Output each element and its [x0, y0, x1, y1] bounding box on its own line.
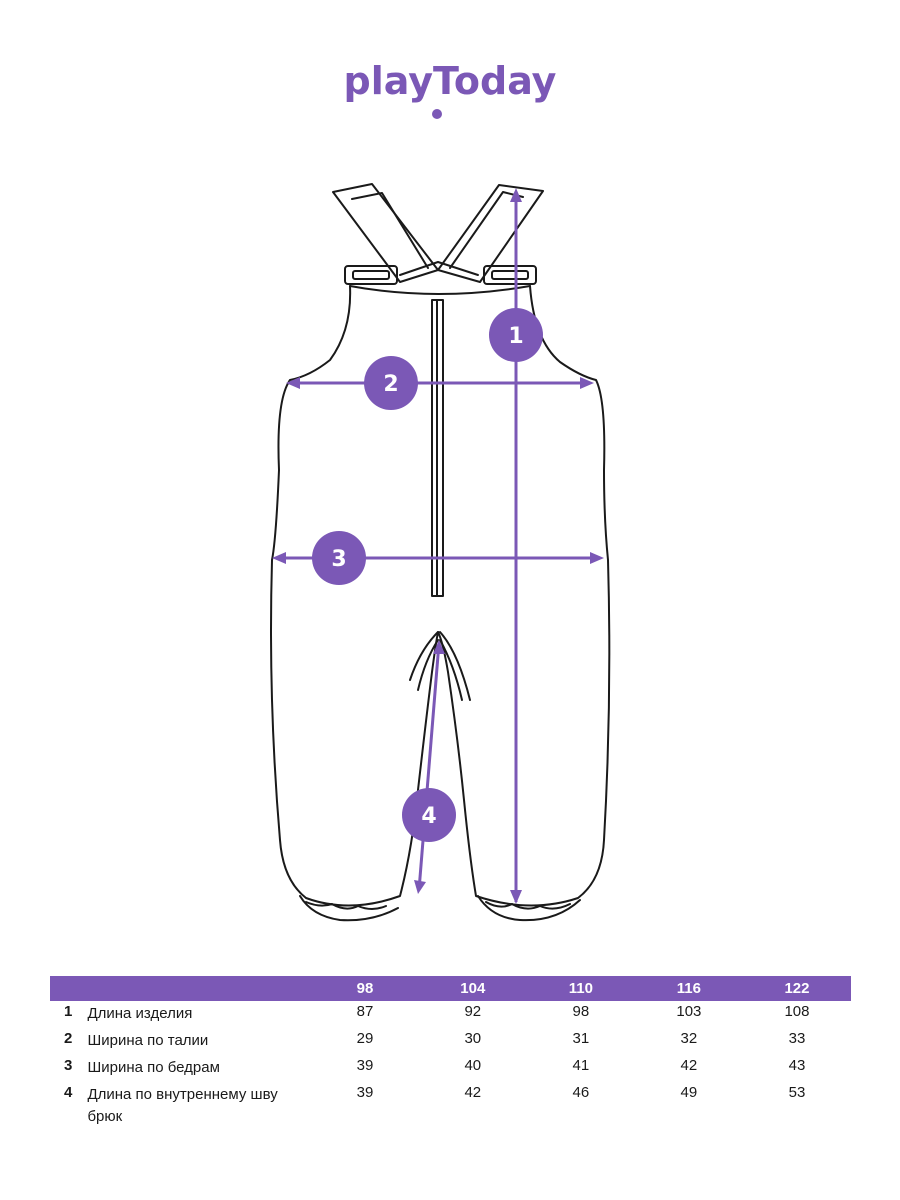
measurement-value: 87: [356, 1003, 374, 1020]
header-num-col: [50, 976, 83, 1001]
measurement-name: Длина по внутреннему шву брюк: [87, 1086, 278, 1125]
marker-1: 1: [489, 308, 543, 362]
table-row: 2 Ширина по талии 29 30 31 32 33: [50, 1028, 851, 1055]
overalls-outline: [270, 183, 611, 922]
left-buckle: [344, 265, 398, 285]
row-number: 2: [64, 1030, 73, 1047]
playtoday-logo: playToday: [344, 59, 557, 119]
measurement-value: 92: [464, 1003, 482, 1020]
table-row: 1 Длина изделия 87 92 98 103 108: [50, 1001, 851, 1028]
measurement-value: 39: [356, 1057, 374, 1074]
measurement-value: 32: [680, 1030, 698, 1047]
overalls-diagram: 1 2 3 4: [270, 183, 611, 922]
marker-4-label: 4: [421, 804, 436, 829]
measurement-value: 39: [356, 1084, 374, 1101]
measurement-value: 46: [572, 1084, 590, 1101]
measurement-value: 98: [572, 1003, 590, 1020]
measurement-value: 103: [676, 1003, 702, 1020]
size-header: 122: [784, 980, 810, 997]
measurement-value: 53: [788, 1084, 806, 1101]
measurement-value: 42: [464, 1084, 482, 1101]
marker-2-label: 2: [383, 372, 398, 397]
right-buckle: [483, 265, 537, 285]
table-row: 3 Ширина по бедрам 39 40 41 42 43: [50, 1055, 851, 1082]
measurement-value: 43: [788, 1057, 806, 1074]
measurement-value: 29: [356, 1030, 374, 1047]
right-strap: [437, 184, 544, 283]
measurement-value: 33: [788, 1030, 806, 1047]
row-number: 4: [64, 1084, 73, 1101]
size-header: 110: [568, 980, 593, 997]
marker-3-label: 3: [331, 547, 346, 572]
logo-dot: [432, 109, 442, 119]
measurement-value: 49: [680, 1084, 698, 1101]
measurement-value: 42: [680, 1057, 698, 1074]
marker-2: 2: [364, 356, 418, 410]
measurement-name: Длина изделия: [87, 1005, 193, 1022]
measurement-value: 30: [464, 1030, 482, 1047]
size-header: 104: [460, 980, 486, 997]
logo-wordmark: playToday: [344, 59, 557, 103]
measurement-value: 108: [784, 1003, 810, 1020]
measurement-name: Ширина по талии: [87, 1032, 209, 1049]
row-number: 3: [64, 1057, 73, 1074]
size-header: 116: [676, 980, 701, 997]
measurement-value: 41: [572, 1057, 590, 1074]
marker-3: 3: [312, 531, 366, 585]
table-row: 4 Длина по внутреннему шву брюк 39 42 46…: [50, 1082, 851, 1128]
measurement-value: 40: [464, 1057, 482, 1074]
header-name-col: [83, 976, 311, 1001]
size-table: 98 104 110 116 122 1 Длина изделия 87 92…: [50, 976, 851, 1128]
measurement-name: Ширина по бедрам: [87, 1059, 220, 1076]
marker-4: 4: [402, 788, 456, 842]
size-header: 98: [356, 980, 374, 997]
brand-logo: playToday: [0, 52, 900, 129]
row-number: 1: [64, 1003, 73, 1020]
size-table-header: 98 104 110 116 122: [50, 976, 851, 1001]
measure-line-4: [417, 642, 441, 891]
measurement-value: 31: [572, 1030, 590, 1047]
marker-1-label: 1: [508, 324, 523, 349]
